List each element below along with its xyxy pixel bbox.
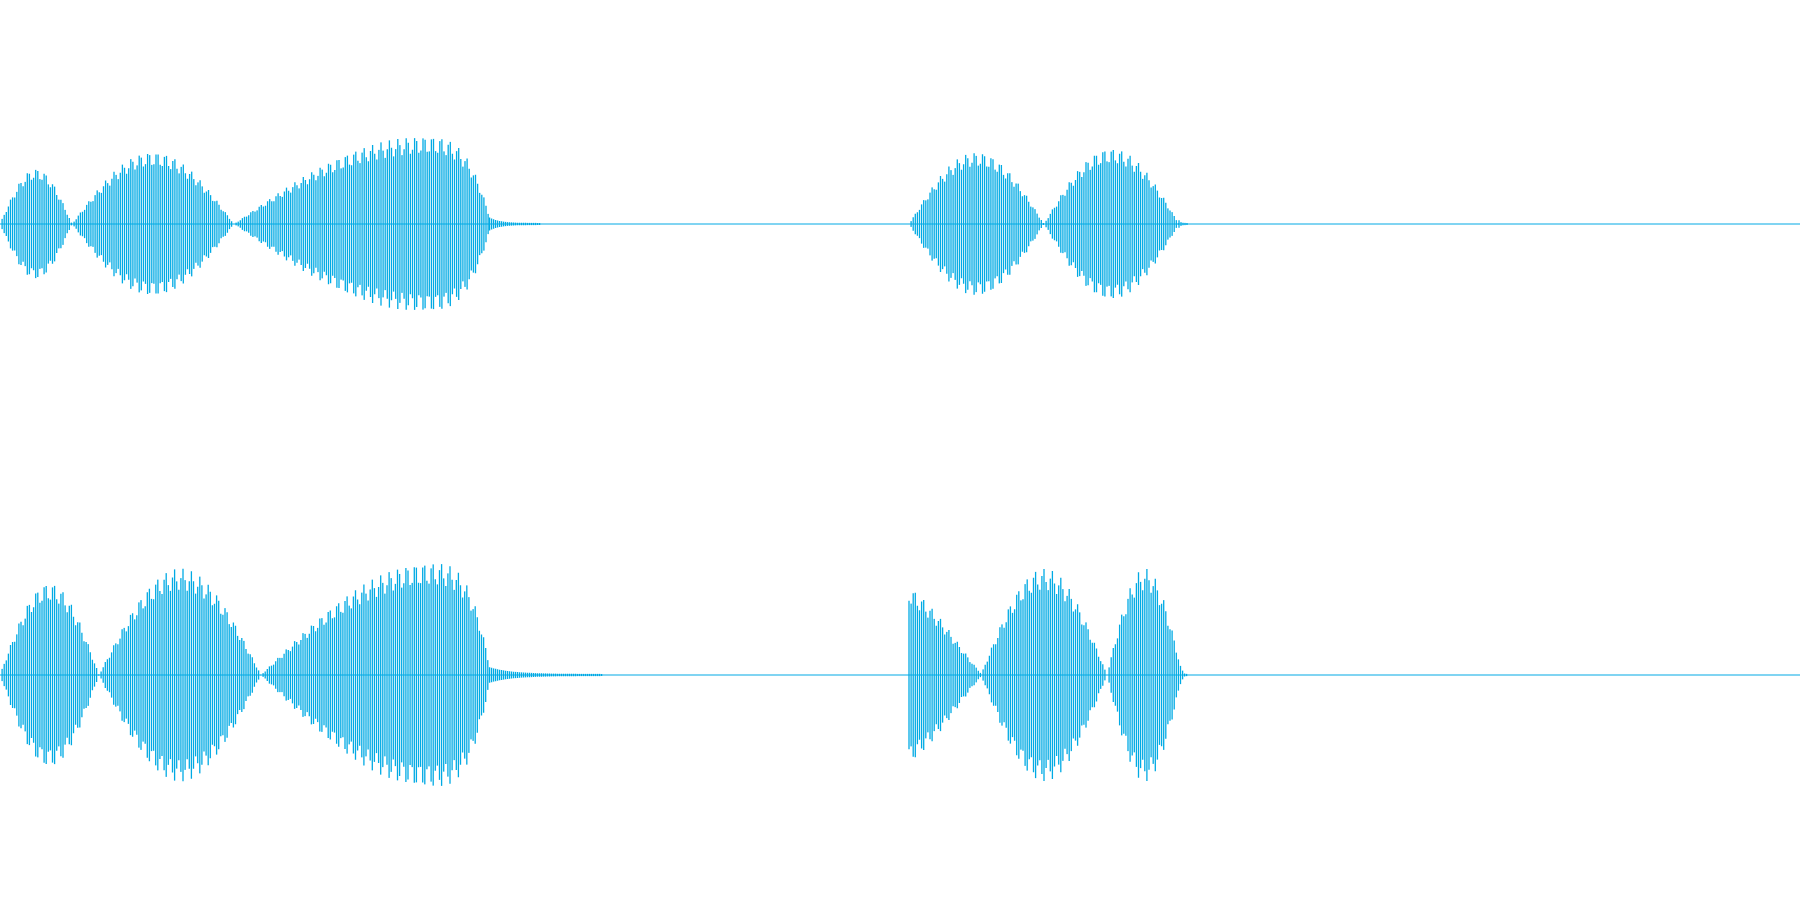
channel-1-burst-2 (910, 150, 1188, 298)
channel-2-track[interactable] (0, 564, 1800, 786)
channel-2-burst-1 (1, 564, 603, 786)
channel-2-burst-2 (908, 569, 1188, 781)
channel-1-track[interactable] (0, 138, 1800, 310)
channel-1-burst-1 (1, 138, 541, 310)
